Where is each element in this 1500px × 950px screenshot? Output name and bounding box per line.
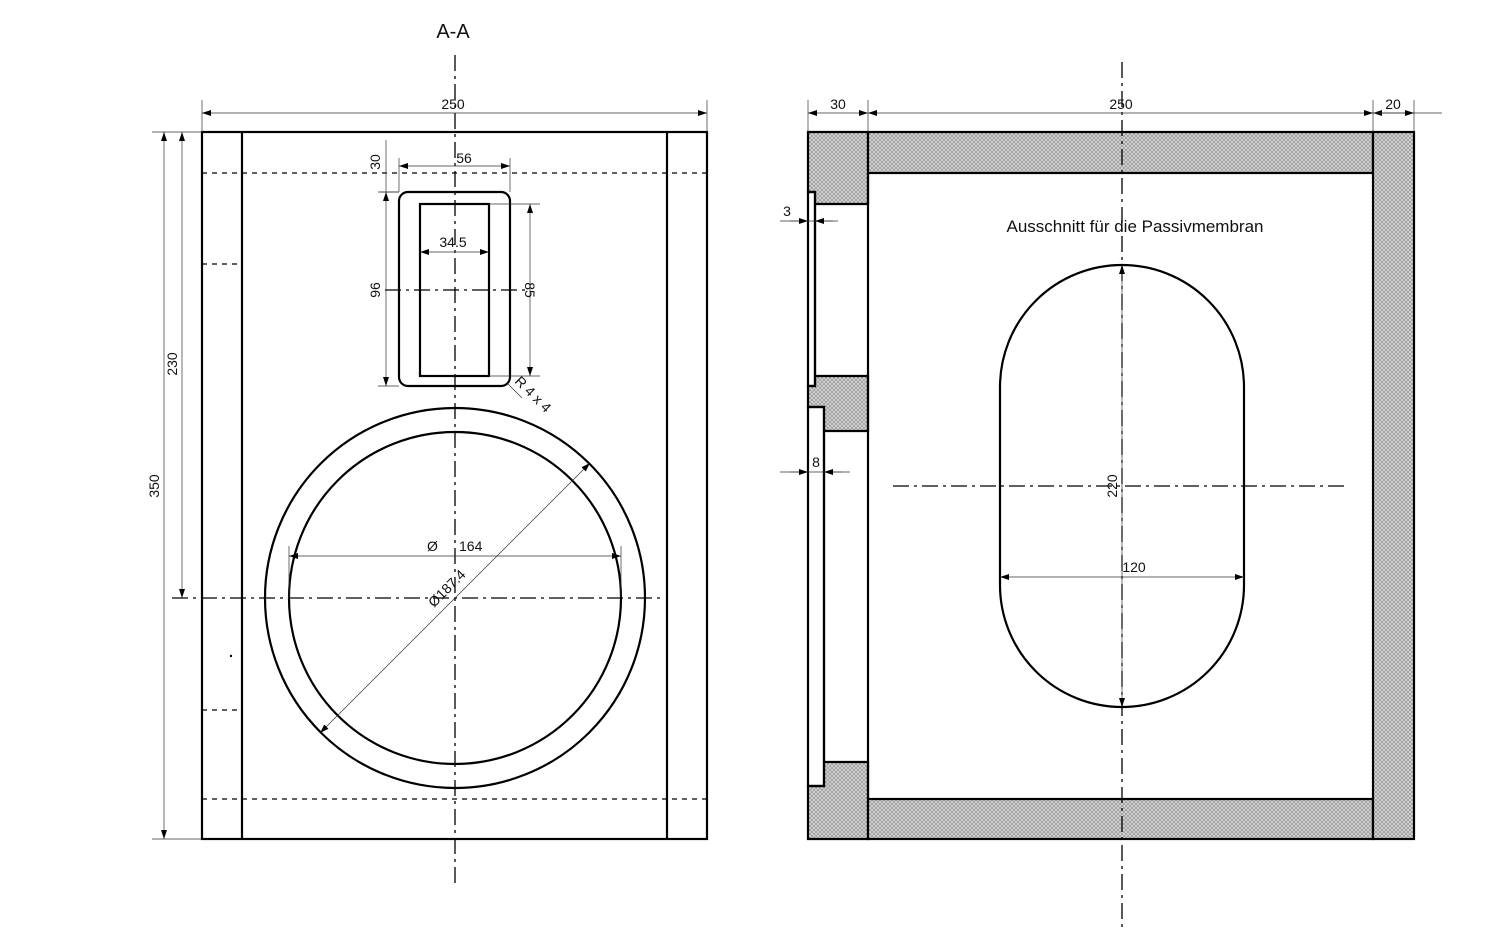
section-label: A-A bbox=[436, 21, 470, 43]
top-wall-section bbox=[866, 130, 1375, 175]
dim-right-wall: 20 bbox=[1385, 96, 1401, 112]
back-wall-section bbox=[1371, 130, 1416, 841]
dim-overall-width: 250 bbox=[441, 96, 465, 112]
dim-driver-outer-dia-line bbox=[319, 462, 591, 734]
dim-opening-width: 120 bbox=[1122, 559, 1146, 575]
port-radius-leader bbox=[506, 382, 523, 399]
front-baffle-section-upper bbox=[806, 130, 870, 206]
dim-port-outer-height: 96 bbox=[367, 282, 383, 298]
dim-opening-height: 220 bbox=[1104, 474, 1120, 498]
dim-driver-inner-dia: 164 bbox=[459, 538, 483, 554]
front-baffle-section-lower bbox=[806, 760, 870, 841]
port-recess-outline bbox=[806, 190, 817, 388]
dim-left-wall: 30 bbox=[830, 96, 846, 112]
dim-port-offset: 30 bbox=[367, 154, 383, 170]
driver-recess-outline bbox=[806, 405, 826, 788]
dim-overall-height: 350 bbox=[146, 474, 162, 498]
dim-height-to-center: 230 bbox=[164, 352, 180, 376]
dim-port-inner-width: 34.5 bbox=[439, 234, 466, 250]
bottom-wall-section bbox=[866, 797, 1375, 841]
dim-section-width: 250 bbox=[1109, 96, 1133, 112]
dim-driver-inner-dia-symbol: Ø bbox=[427, 538, 438, 554]
port-outer-outline bbox=[397, 190, 512, 388]
dim-recess-bottom: 8 bbox=[812, 454, 820, 470]
dim-recess-top: 3 bbox=[783, 203, 791, 219]
front-view: A-A 250 350 230 bbox=[146, 21, 709, 885]
dim-port-outer-width: 56 bbox=[456, 150, 472, 166]
section-view: Ausschnitt für die Passivmembran 30 250 … bbox=[780, 62, 1442, 930]
driver-outer-cutout bbox=[263, 406, 647, 790]
port-inner-outline bbox=[418, 202, 491, 378]
stray-dot bbox=[229, 654, 233, 658]
dim-port-inner-height: 85 bbox=[522, 282, 538, 298]
passive-membrane-cutout bbox=[998, 263, 1246, 709]
dim-driver-outer-dia: Ø187.4 bbox=[425, 566, 469, 610]
membrane-cutout-note: Ausschnitt für die Passivmembran bbox=[1007, 217, 1264, 236]
front-baffle-section-middle bbox=[806, 374, 870, 433]
